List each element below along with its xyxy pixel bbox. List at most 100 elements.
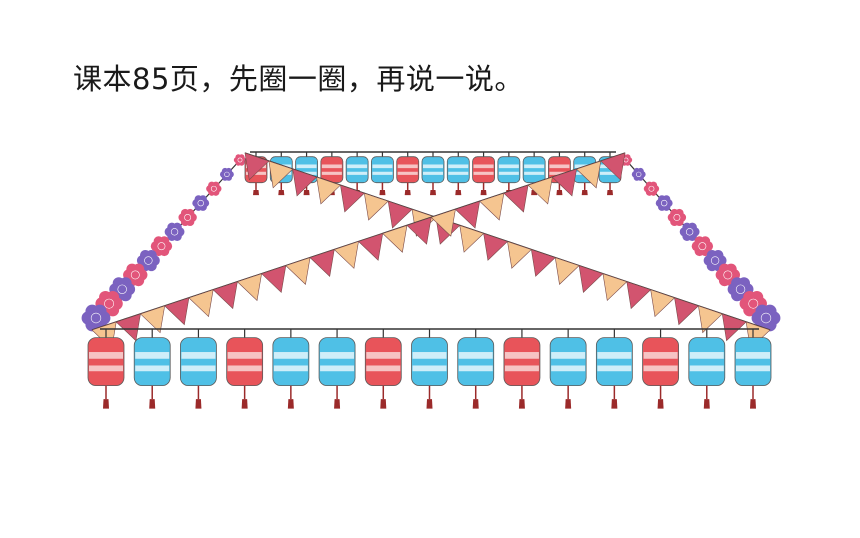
- lantern-tassel: [480, 189, 487, 196]
- lantern-tassel: [404, 189, 411, 196]
- lantern: [226, 329, 264, 409]
- lantern: [522, 152, 546, 196]
- lantern-tassel: [430, 189, 436, 196]
- flower-garlands: [81, 154, 781, 332]
- flower: [219, 167, 234, 181]
- flower: [109, 277, 136, 302]
- bunting-flag: [454, 200, 481, 229]
- bunting-flag: [285, 257, 311, 285]
- flower: [206, 181, 222, 196]
- lantern-tassel: [581, 189, 588, 196]
- flower: [164, 222, 185, 242]
- bunting-flag: [164, 297, 190, 326]
- flower: [655, 195, 673, 211]
- bunting-flag: [602, 273, 628, 302]
- bunting-flag: [363, 192, 389, 221]
- flower: [81, 304, 111, 332]
- flower: [715, 263, 740, 287]
- bunting-flag: [115, 313, 141, 342]
- bunting-flag: [236, 273, 262, 302]
- lantern-tassel: [703, 399, 710, 409]
- lantern-tassel: [426, 399, 433, 409]
- bunting-flag: [459, 224, 485, 253]
- bunting-flag: [357, 233, 384, 261]
- flower: [703, 249, 727, 272]
- lantern: [133, 329, 171, 409]
- bunting-flag: [507, 241, 532, 269]
- lantern: [318, 329, 356, 409]
- lantern-tassel: [556, 189, 563, 196]
- bunting-flag: [527, 176, 553, 205]
- bunting-flag: [309, 249, 335, 277]
- lantern-tassel: [149, 399, 156, 409]
- flower: [679, 222, 700, 242]
- bunting-flag: [626, 281, 652, 310]
- bunting-flag: [333, 241, 359, 269]
- bunting-flag: [698, 305, 723, 334]
- lantern-tassel: [518, 399, 525, 409]
- lantern: [272, 329, 310, 409]
- bunting-flag: [578, 265, 604, 294]
- lantern: [497, 152, 521, 196]
- lantern: [595, 329, 633, 409]
- lantern-tassel: [565, 399, 572, 409]
- flower: [631, 167, 646, 181]
- flower: [192, 195, 210, 211]
- lantern: [457, 329, 495, 409]
- lantern-tassel: [103, 399, 109, 409]
- lantern-tassel: [657, 399, 664, 409]
- bunting-flag: [406, 216, 432, 245]
- bunting-flag: [503, 184, 529, 213]
- bunting-flag: [479, 192, 505, 221]
- bunting-flag: [244, 152, 270, 181]
- bunting-flag: [721, 313, 747, 342]
- lantern: [734, 329, 772, 409]
- bunting-flag: [316, 176, 342, 205]
- bunting-flag: [674, 297, 699, 326]
- lantern: [472, 152, 495, 196]
- bunting-flag: [139, 305, 166, 334]
- lantern-tassel: [253, 189, 259, 196]
- lantern: [503, 329, 541, 409]
- bunting-flag: [600, 152, 626, 181]
- lantern: [642, 329, 679, 409]
- bunting-flag: [212, 281, 238, 310]
- flower: [150, 236, 173, 257]
- lantern-tassel: [287, 399, 294, 409]
- bunting-flag: [292, 168, 318, 197]
- lantern-tassel: [195, 399, 202, 409]
- bunting-flag: [188, 289, 214, 318]
- lantern-tassel: [380, 399, 387, 409]
- lantern: [421, 152, 445, 196]
- bunting-flag: [554, 257, 580, 285]
- lantern: [688, 329, 726, 409]
- bunting-flag: [551, 168, 577, 197]
- lantern-tassel: [607, 189, 613, 196]
- flower: [667, 208, 687, 226]
- bunting-flag: [430, 208, 456, 237]
- bunting-flag: [382, 224, 408, 253]
- lantern-tassel: [750, 399, 756, 409]
- lantern: [87, 329, 125, 409]
- lantern-tassel: [611, 399, 618, 409]
- bunting-flag: [530, 249, 556, 277]
- flower: [178, 208, 197, 226]
- bunting-flag: [387, 200, 413, 229]
- lantern-tassel: [455, 189, 462, 196]
- bunting-flag: [268, 160, 294, 189]
- flower: [751, 304, 781, 332]
- flower: [136, 249, 160, 272]
- bunting-flag: [650, 289, 676, 318]
- flower: [123, 263, 148, 287]
- flower: [643, 181, 660, 196]
- lantern-tassel: [334, 399, 341, 409]
- lantern-tassel: [379, 189, 386, 196]
- page-instruction: 课本85页，先圈一圈，再说一说。: [73, 62, 524, 96]
- lantern-tassel: [472, 399, 479, 409]
- lantern: [446, 152, 470, 196]
- lantern-tassel: [278, 189, 285, 196]
- bunting-flag: [575, 160, 602, 189]
- bunting-flag: [261, 265, 287, 294]
- lantern-tassel: [303, 189, 310, 196]
